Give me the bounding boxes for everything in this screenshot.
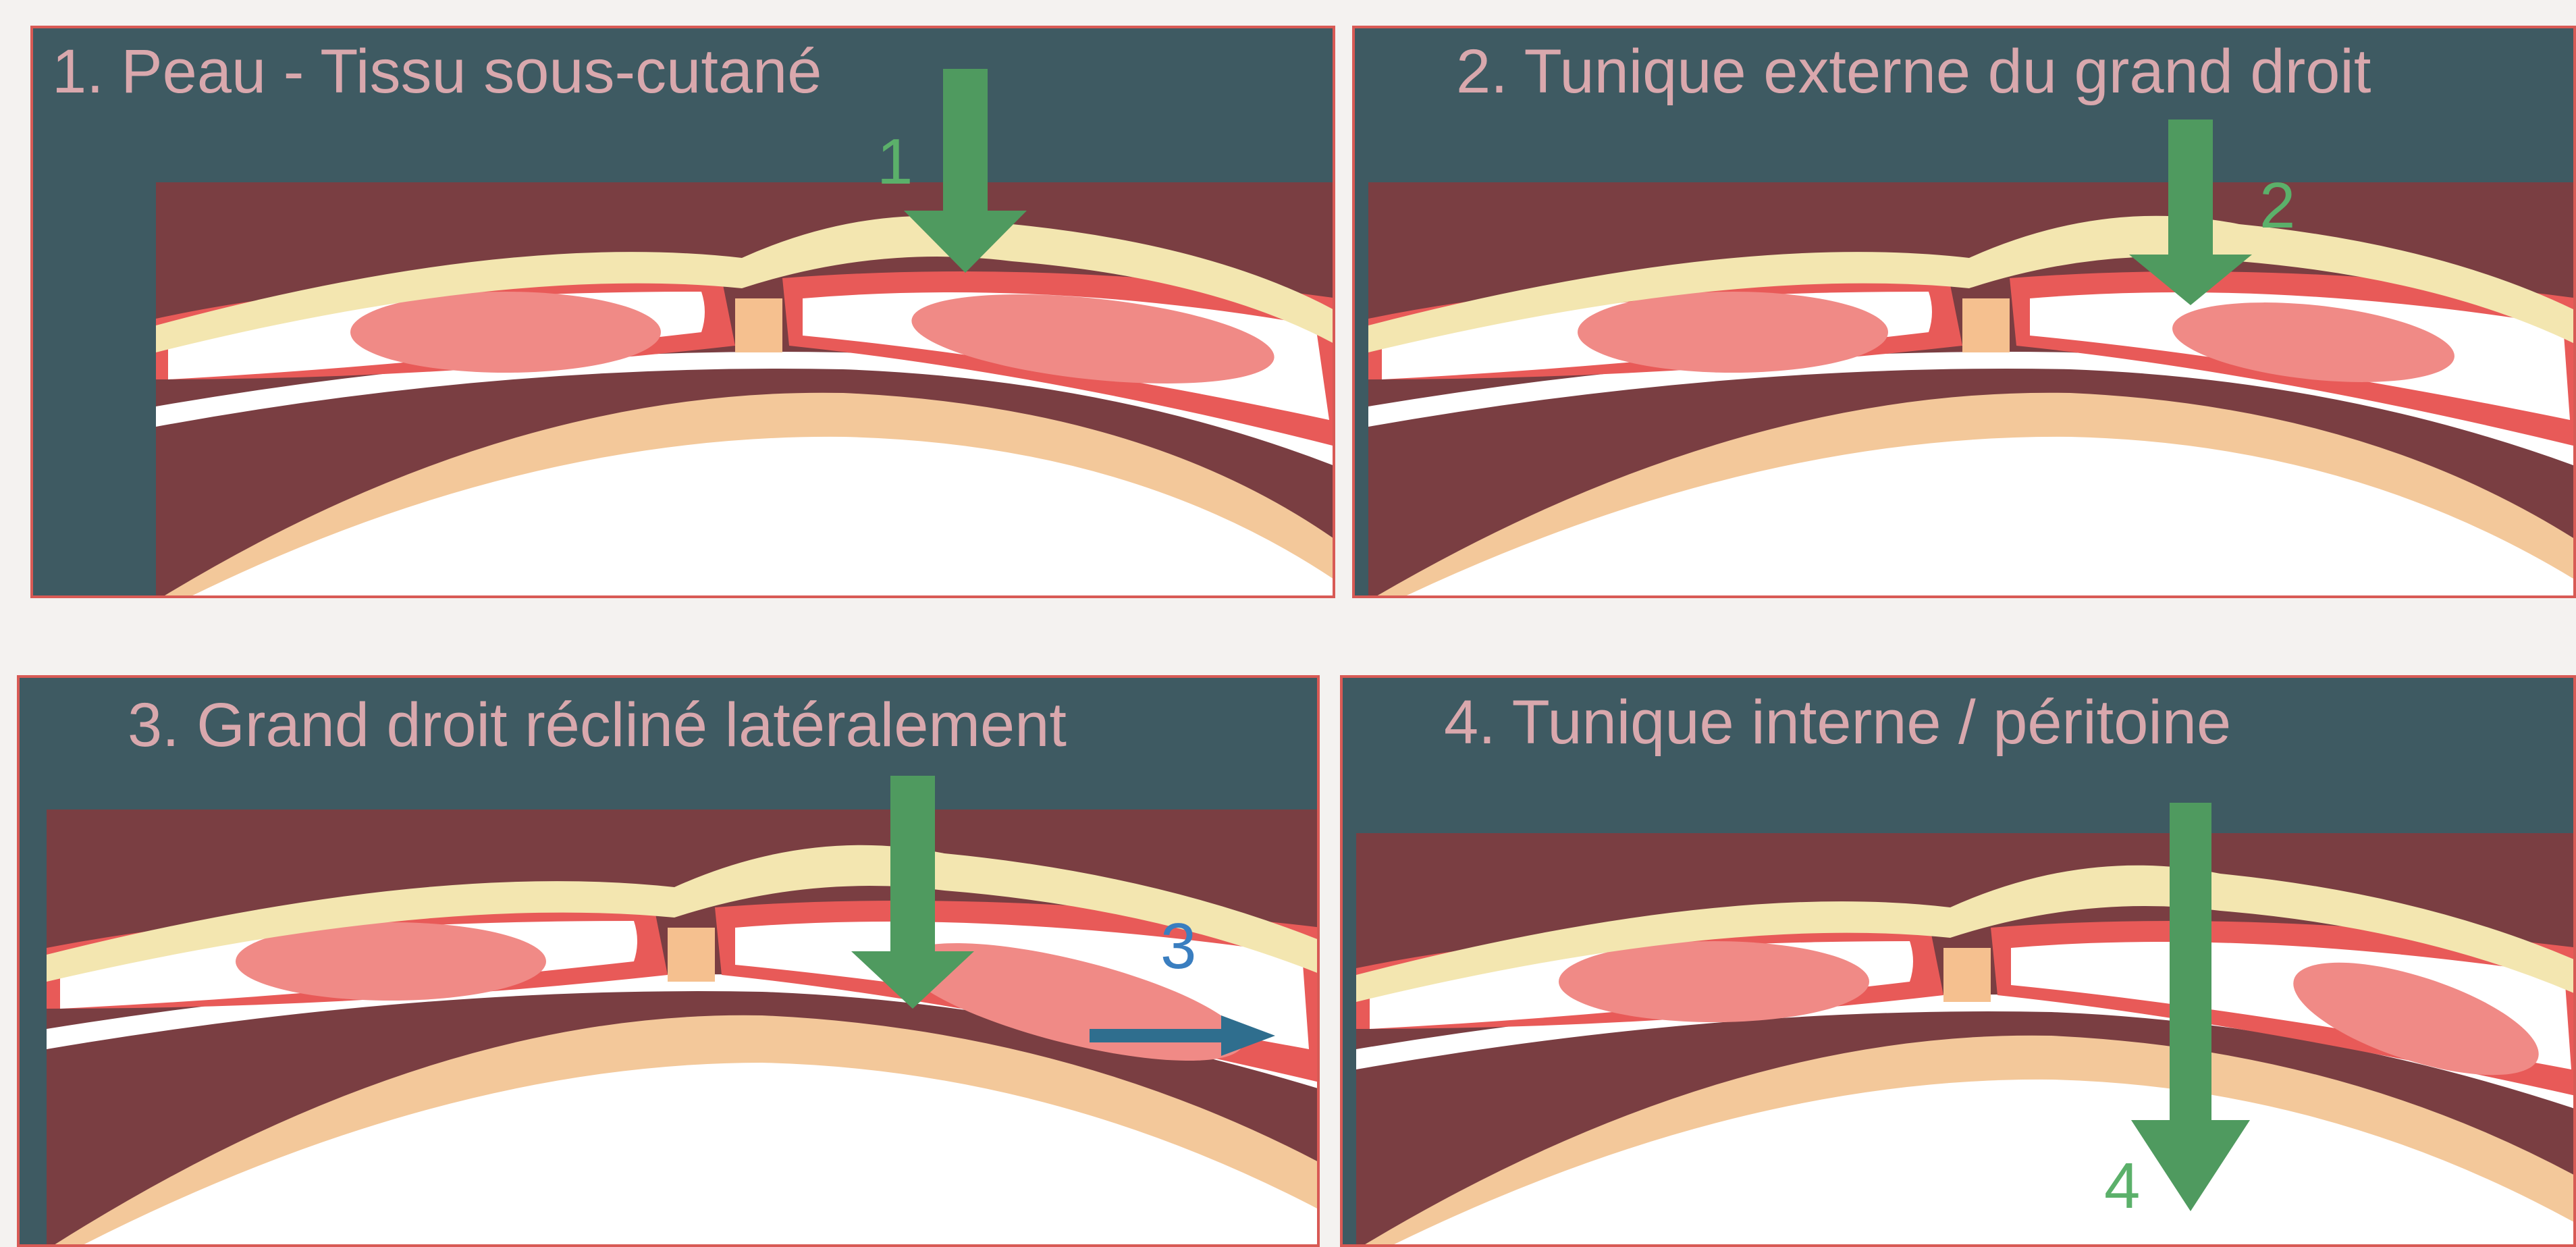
- incision-arrow: [943, 69, 988, 211]
- left-rectus-muscle: [1559, 941, 1869, 1022]
- cross-section-illustration: [33, 28, 1335, 598]
- panel-2: 2. Tunique externe du grand droit 2: [1352, 26, 2576, 598]
- left-rectus-muscle: [350, 292, 661, 373]
- cross-section-illustration: [20, 678, 1320, 1247]
- linea-alba: [1943, 948, 1991, 1002]
- incision-arrow: [2168, 120, 2213, 255]
- incision-arrow: [890, 776, 935, 951]
- panel-title: 4. Tunique interne / péritoine: [1444, 691, 2231, 753]
- linea-alba: [1962, 298, 2010, 352]
- panel-3: 3. Grand droit récliné latéralement 3: [17, 675, 1320, 1247]
- step-number: 1: [877, 130, 913, 194]
- linea-alba: [668, 928, 715, 982]
- step-number: 2: [2259, 174, 2295, 238]
- step-number: 3: [1160, 914, 1196, 979]
- incision-arrow: [2170, 803, 2211, 1120]
- panel-title: 3. Grand droit récliné latéralement: [128, 694, 1067, 756]
- cross-section-illustration: [1355, 28, 2576, 598]
- panel-title: 2. Tunique externe du grand droit: [1456, 41, 2371, 103]
- linea-alba: [735, 298, 782, 352]
- cross-section-illustration: [1343, 678, 2576, 1247]
- left-rectus-muscle: [1578, 292, 1888, 373]
- panel-4: 4. Tunique interne / péritoine 4: [1340, 675, 2576, 1247]
- panel-1: 1. Peau - Tissu sous-cutané 1: [30, 26, 1335, 598]
- panel-title: 1. Peau - Tissu sous-cutané: [52, 41, 822, 103]
- retraction-arrow: [1090, 1029, 1231, 1042]
- step-number: 4: [2104, 1154, 2140, 1219]
